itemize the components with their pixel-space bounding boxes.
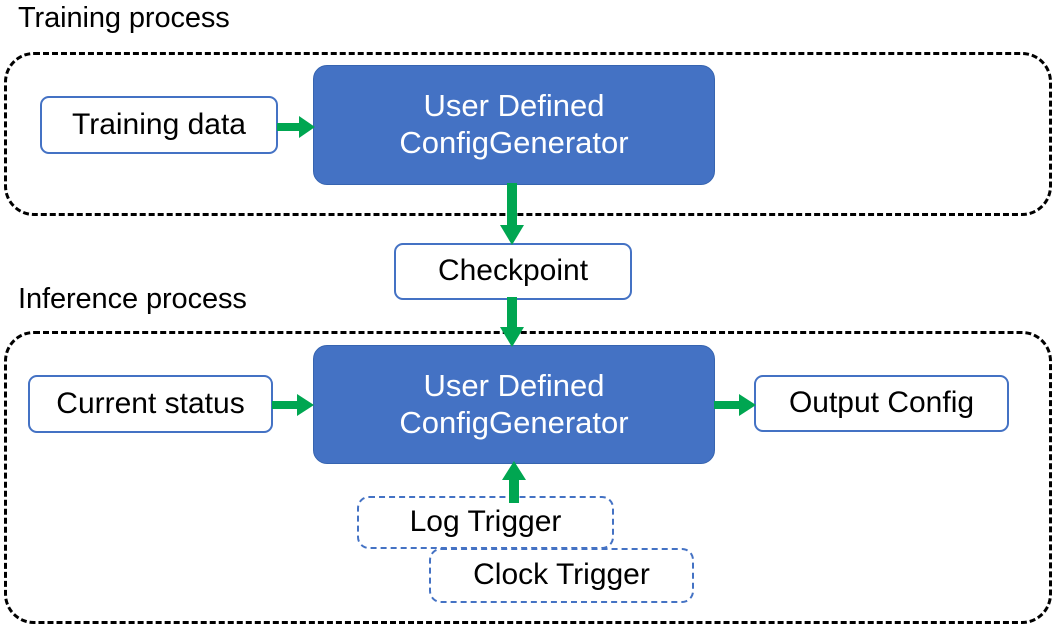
node-training-generator-line2: ConfigGenerator [399, 125, 629, 160]
node-current-status[interactable]: Current status [28, 375, 273, 433]
inference-process-container [4, 331, 1052, 624]
arrow-checkpoint-to-inference-generator [498, 297, 526, 349]
arrow-generator-to-checkpoint [498, 183, 526, 247]
node-training-data[interactable]: Training data [40, 96, 278, 154]
node-training-user-defined-configgenerator[interactable]: User Defined ConfigGenerator [313, 65, 715, 185]
node-log-trigger[interactable]: Log Trigger [357, 496, 614, 549]
arrow-log-trigger-to-generator [501, 461, 527, 503]
arrow-training-data-to-generator [277, 113, 317, 141]
inference-process-title: Inference process [18, 283, 247, 315]
node-checkpoint[interactable]: Checkpoint [394, 243, 632, 300]
node-inference-user-defined-configgenerator[interactable]: User Defined ConfigGenerator [313, 345, 715, 464]
node-output-config[interactable]: Output Config [754, 375, 1009, 432]
arrow-current-status-to-generator [272, 392, 316, 418]
training-process-title: Training process [18, 2, 230, 34]
arrow-generator-to-output-config [714, 392, 758, 418]
node-inference-generator-line2: ConfigGenerator [399, 404, 629, 440]
node-training-generator-line1: User Defined [423, 88, 605, 124]
node-clock-trigger[interactable]: Clock Trigger [429, 548, 694, 603]
training-process-container [4, 52, 1052, 216]
node-inference-generator-line1: User Defined [423, 367, 605, 403]
